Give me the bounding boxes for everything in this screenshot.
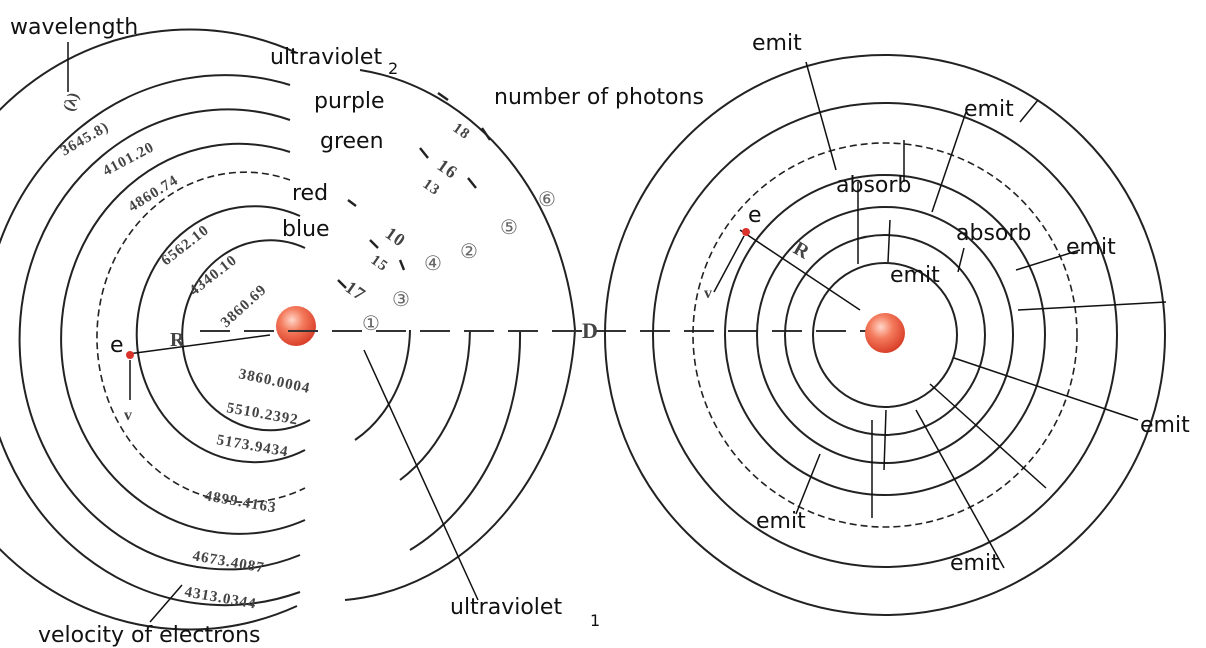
wavelength-4313: 4313.0344 [183, 584, 257, 612]
circled-number-4: ④ [424, 253, 442, 275]
wavelength-label: wavelength [10, 15, 138, 40]
ultraviolet1-label: ultraviolet [450, 595, 562, 620]
absorb-label-1: absorb [836, 173, 911, 198]
emit-right-label: emit [1066, 235, 1116, 260]
emit-top-label: emit [752, 31, 802, 56]
photon-count-10: 10 [382, 223, 410, 251]
blue-label: blue [282, 217, 330, 242]
left-electron [126, 351, 134, 359]
emit-far-right-label: emit [1140, 413, 1190, 438]
ultraviolet2-subscript: 2 [388, 59, 398, 78]
photon-count-18: 18 [450, 120, 473, 143]
photon-count-15: 15 [368, 252, 391, 275]
right-electron [742, 228, 750, 236]
number-of-photons-label: number of photons [494, 85, 704, 110]
right-velocity-arrow [714, 236, 744, 292]
circled-number-2: ② [460, 241, 478, 263]
ultraviolet1-subscript: 1 [590, 611, 600, 630]
wavelength-3860: 3860.69 [218, 282, 270, 331]
velocity-pointer [150, 585, 182, 622]
photon-count-16: 16 [434, 155, 462, 183]
ultraviolet2-label: ultraviolet [270, 45, 382, 70]
emit-upper-right-label: emit [964, 97, 1014, 122]
purple-label: purple [314, 89, 385, 114]
wavelength-6562: 6562.10 [159, 222, 213, 269]
right-radius-label: R [790, 237, 814, 264]
right-nucleus [865, 313, 905, 353]
photon-count-13: 13 [420, 176, 443, 199]
velocity-of-electrons-label: velocity of electrons [38, 623, 261, 648]
absorb-label-2: absorb [956, 221, 1031, 246]
lambda-label: (λ) [61, 91, 83, 114]
left-electron-label: e [110, 333, 124, 358]
left-orbit-7 [0, 29, 297, 629]
wavelength-3860-0004: 3860.0004 [237, 366, 311, 397]
emit-bottom-label: emit [950, 551, 1000, 576]
left-radius-label: R [170, 329, 185, 351]
emit-bottom-left-label: emit [756, 509, 806, 534]
right-velocity-label: v [704, 285, 712, 302]
wavelength-4340: 4340.10 [187, 252, 241, 299]
right-atom: e v R emit emit absorb absorb emit emit … [605, 31, 1190, 615]
wavelength-4673: 4673.4087 [191, 548, 265, 576]
left-radius-line [128, 335, 270, 354]
circled-number-5: ⑤ [500, 217, 518, 239]
photon-count-17: 17 [342, 277, 370, 305]
wavelength-4101: 4101.20 [100, 139, 157, 179]
left-orbit-right-arc-2 [410, 330, 520, 550]
left-orbit-right-arc-3 [400, 330, 470, 480]
red-label: red [292, 181, 328, 206]
green-label: green [320, 129, 384, 154]
wavelength-4899: 4899.4163 [203, 488, 277, 516]
right-electron-label: e [748, 203, 762, 228]
wavelength-5510: 5510.2392 [225, 400, 299, 428]
left-velocity-label: v [124, 407, 132, 424]
circled-number-3: ③ [392, 289, 410, 311]
wavelength-5173: 5173.9434 [215, 432, 289, 460]
circled-number-6: ⑥ [538, 189, 556, 211]
left-nucleus [276, 306, 316, 346]
center-label-D: D [582, 318, 598, 343]
left-orbit-right-arc-4 [355, 330, 410, 440]
emit-inner-label: emit [890, 263, 940, 288]
